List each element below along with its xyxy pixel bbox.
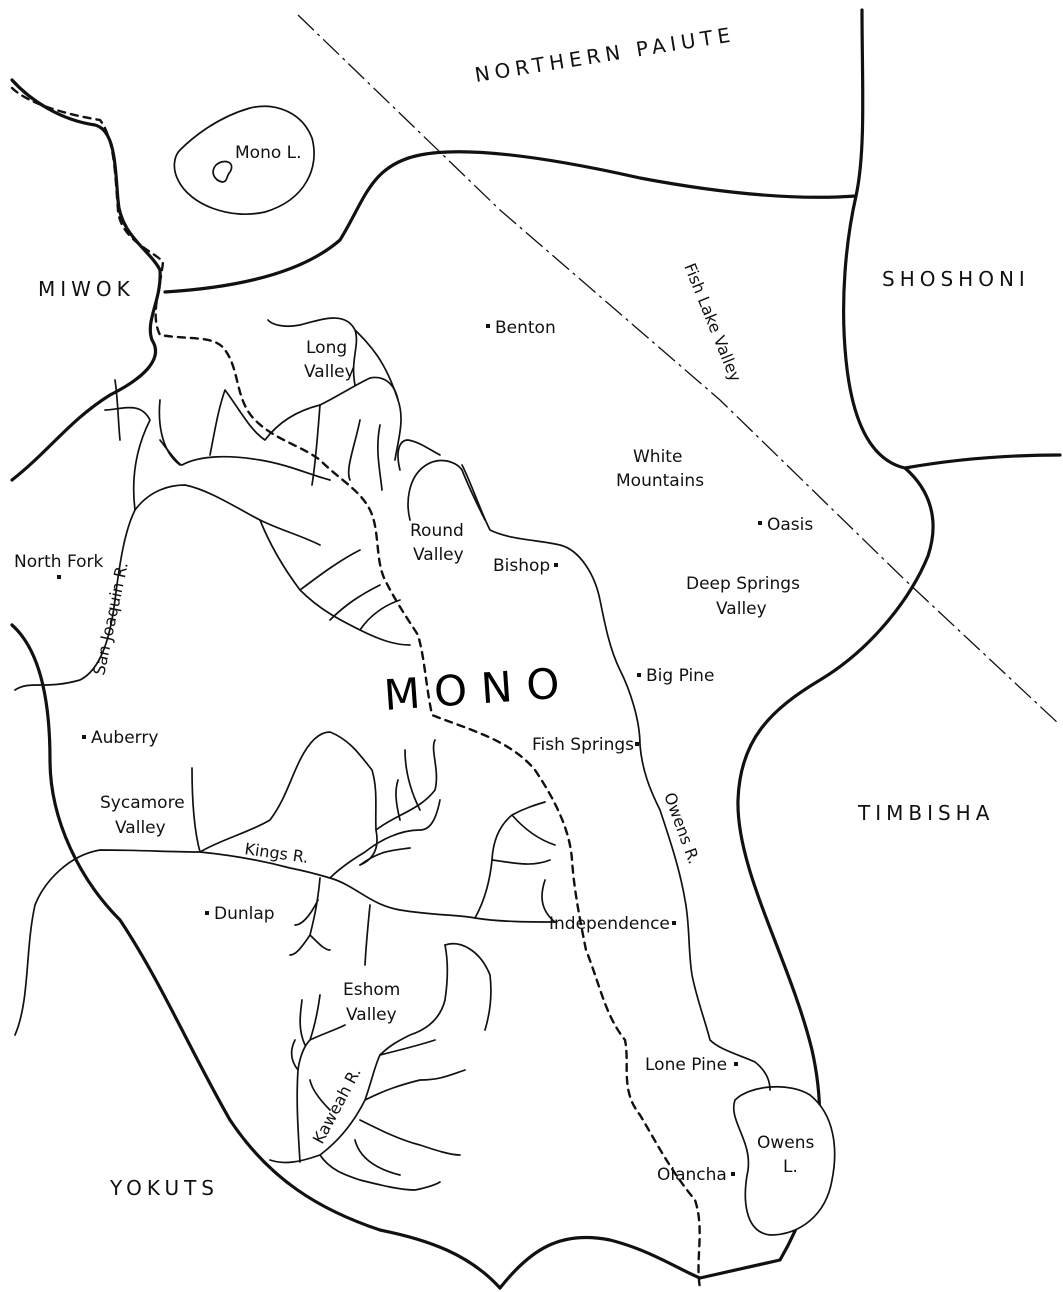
label-timbisha: TIMBISHA xyxy=(857,801,994,825)
san-joaquin-river xyxy=(14,484,321,691)
label-miwok: MIWOK xyxy=(38,277,135,301)
label-olancha: Olancha xyxy=(657,1165,727,1185)
label-mono-lake: Mono L. xyxy=(235,143,302,163)
boundary-miwok-north xyxy=(10,78,162,482)
label-lone-pine: Lone Pine xyxy=(645,1055,727,1075)
boundary-mono-northern-paiute xyxy=(163,150,858,294)
label-northern-paiute: NORTHERN PAIUTE xyxy=(473,22,737,87)
label-round-valley-2: Valley xyxy=(413,545,464,565)
label-long-valley-2: Valley xyxy=(304,362,355,382)
town-markers xyxy=(57,324,762,1176)
label-independence: Independence xyxy=(549,914,670,934)
owens-lake xyxy=(732,1085,836,1236)
label-oasis: Oasis xyxy=(767,515,813,535)
label-eshom-1: Eshom xyxy=(343,980,400,1000)
tribal-boundaries xyxy=(10,8,1062,1290)
label-kings-river: Kings R. xyxy=(243,839,309,867)
label-dunlap: Dunlap xyxy=(214,904,275,924)
label-kaweah-river: Kaweah R. xyxy=(309,1064,365,1147)
label-owens-lake-1: Owens xyxy=(757,1133,815,1153)
sierra-crest-line xyxy=(10,86,702,1290)
label-auberry: Auberry xyxy=(91,728,158,748)
mono-lake xyxy=(173,105,315,216)
label-sycamore-2: Valley xyxy=(115,818,166,838)
label-eshom-2: Valley xyxy=(346,1005,397,1025)
boundary-yokuts-mono-south xyxy=(498,1235,702,1290)
river-network xyxy=(14,317,771,1191)
label-owens-lake-2: L. xyxy=(783,1157,798,1177)
label-mono: MONO xyxy=(382,658,575,720)
label-big-pine: Big Pine xyxy=(646,666,714,686)
label-yokuts: YOKUTS xyxy=(109,1176,219,1200)
label-deep-springs-2: Valley xyxy=(716,599,767,619)
label-round-valley-1: Round xyxy=(410,521,464,541)
label-north-fork: North Fork xyxy=(14,552,104,572)
owens-river xyxy=(461,464,771,1091)
label-san-joaquin-river: San Joaquin R. xyxy=(89,560,132,677)
label-benton: Benton xyxy=(495,318,556,338)
label-fish-lake-valley: Fish Lake Valley xyxy=(680,260,745,384)
label-deep-springs-1: Deep Springs xyxy=(686,574,800,594)
label-sycamore-1: Sycamore xyxy=(100,793,185,813)
label-shoshoni: SHOSHONI xyxy=(882,267,1030,291)
boundary-shoshoni-timbisha xyxy=(903,453,1062,470)
state-line xyxy=(297,14,1061,726)
label-white-mountains-1: White xyxy=(633,447,682,467)
kings-river xyxy=(14,849,556,1036)
boundary-yokuts-west xyxy=(10,623,502,1290)
label-long-valley-1: Long xyxy=(306,338,347,358)
label-fish-springs: Fish Springs xyxy=(532,735,634,755)
label-bishop: Bishop xyxy=(493,556,550,576)
kaweah-river xyxy=(269,944,449,1164)
label-white-mountains-2: Mountains xyxy=(616,471,704,491)
boundary-shoshoni-west xyxy=(698,8,935,1280)
